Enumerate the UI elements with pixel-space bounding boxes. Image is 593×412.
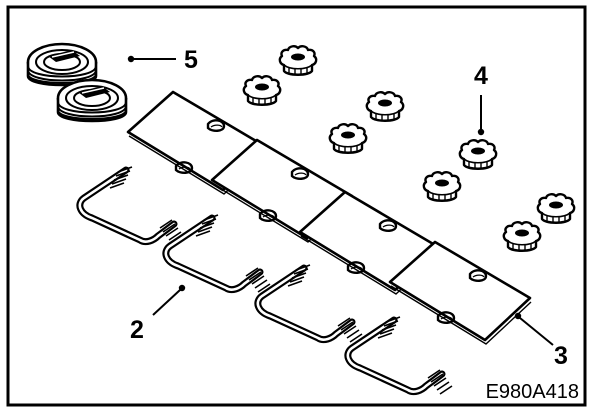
- callout-u-bolt: 2: [130, 316, 144, 344]
- callout-strap: 5: [184, 46, 198, 74]
- figure-code: E980A418: [486, 381, 579, 403]
- callout-plate: 3: [554, 342, 568, 370]
- callout-knob: 4: [474, 62, 488, 90]
- callout-leaders: [127, 55, 554, 346]
